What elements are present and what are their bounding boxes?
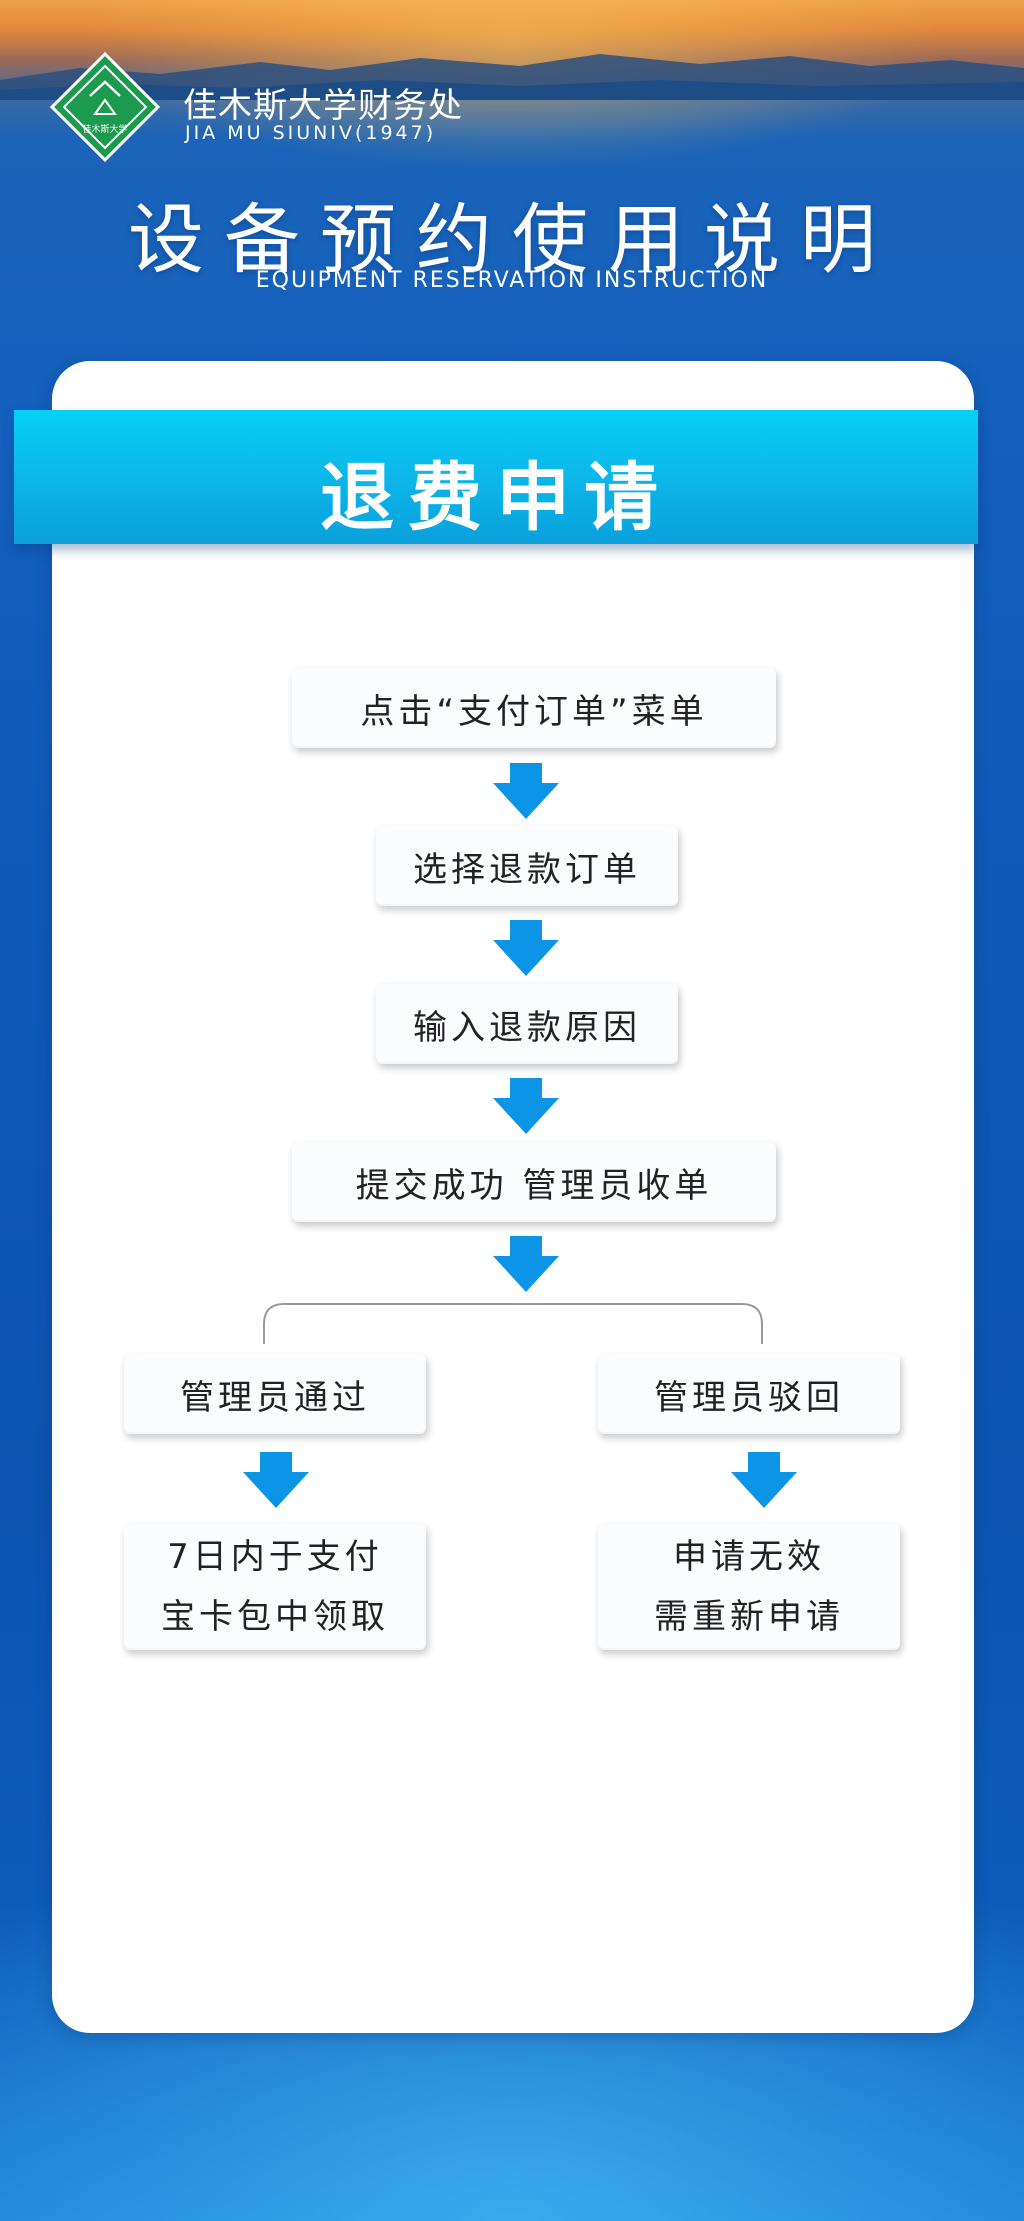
org-name: 佳木斯大学财务处 [183,86,463,126]
arrow-down-icon [243,1452,309,1508]
page-subtitle: EQUIPMENT RESERVATION INSTRUCTION [255,268,769,293]
arrow-down-icon [493,1078,559,1134]
org-subtitle: JIA MU SIUNIV(1947) [185,122,437,144]
flow-result-line: 7日内于支付 [167,1537,383,1577]
flow-step-click-payment-menu: 点击“支付订单”菜单 [292,668,776,748]
section-heading: 退费申请 [320,455,672,541]
flow-result-line: 需重新申请 [654,1597,844,1637]
flow-step-label: 点击“支付订单”菜单 [360,691,708,732]
logo-text: 佳木斯大学 [82,123,127,135]
flow-branch-admin-rejected: 管理员驳回 [598,1354,900,1434]
flow-step-label: 管理员通过 [180,1377,370,1418]
flow-step-label: 选择退款订单 [413,849,641,890]
flow-step-label: 输入退款原因 [413,1007,641,1048]
flow-step-submit-success: 提交成功 管理员收单 [292,1142,776,1222]
arrow-down-icon [493,763,559,819]
flow-result-rejected: 申请无效 需重新申请 [598,1524,900,1650]
flow-result-approved: 7日内于支付 宝卡包中领取 [124,1524,426,1650]
page-title: 设备预约使用说明 [128,195,896,284]
flow-result-line: 宝卡包中领取 [161,1597,389,1637]
mountain-silhouette [0,54,1024,100]
arrow-down-icon [493,920,559,976]
arrow-down-icon [493,1236,559,1292]
flow-branch-admin-approved: 管理员通过 [124,1354,426,1434]
flow-step-label: 提交成功 管理员收单 [355,1165,713,1206]
university-seal-icon: 佳木斯大学 [50,52,160,162]
flow-result-line: 申请无效 [673,1537,825,1577]
branch-connector [263,1303,763,1344]
flow-step-select-refund-order: 选择退款订单 [376,826,678,906]
section-banner: 退费申请 [14,410,978,544]
arrow-down-icon [731,1452,797,1508]
flow-step-enter-refund-reason: 输入退款原因 [376,984,678,1064]
flow-step-label: 管理员驳回 [654,1377,844,1418]
